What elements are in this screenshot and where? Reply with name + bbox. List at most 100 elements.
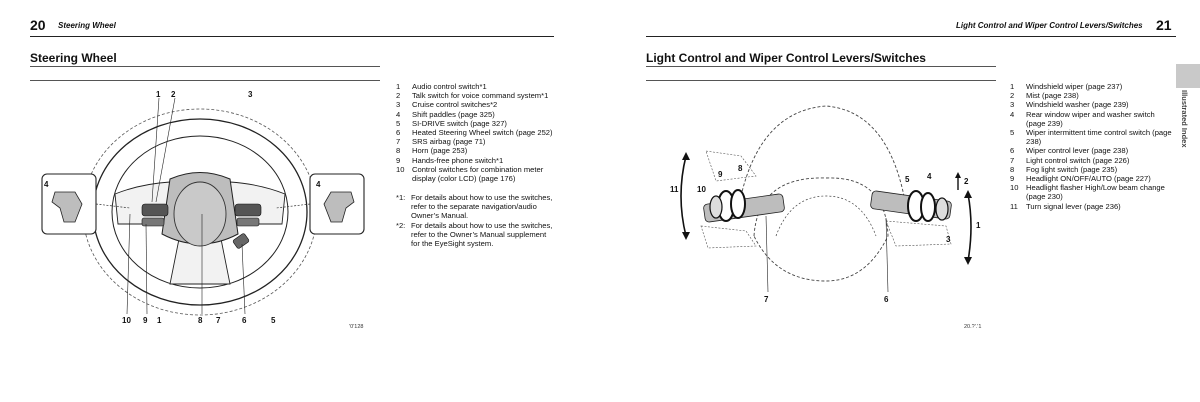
figure-top-rule — [30, 80, 380, 81]
section-title: Steering Wheel — [30, 51, 117, 65]
label-1-top: 1 — [156, 90, 161, 99]
label-3-top: 3 — [248, 90, 253, 99]
header-rule — [646, 36, 1176, 37]
light-switch-ring-2 — [730, 189, 746, 219]
section-rule — [646, 66, 996, 67]
turn-signal-arc — [680, 155, 687, 237]
page-number: 21 — [1156, 17, 1172, 33]
label-4-left: 4 — [44, 180, 49, 189]
label-6-bottom: 6 — [242, 316, 247, 325]
section-tab[interactable] — [1176, 64, 1200, 88]
label-2-top: 2 — [171, 90, 176, 99]
leader-6 — [885, 217, 889, 293]
label-7: 7 — [764, 295, 769, 304]
fog-switch-knob — [709, 195, 723, 219]
right-paddle-icon — [323, 191, 355, 223]
footnote: *1:For details about how to use the swit… — [396, 193, 553, 221]
left-paddle-leader — [95, 203, 131, 209]
column-outline — [753, 177, 889, 282]
right-switch-cluster — [234, 203, 262, 217]
figure-top-rule — [646, 80, 996, 81]
leader-1-top — [151, 97, 160, 203]
label-6: 6 — [884, 295, 889, 304]
section-tab-label: Illustrated Index — [1180, 90, 1189, 148]
right-lower-switches — [236, 217, 260, 227]
left-switch-cluster — [141, 203, 169, 217]
wiper-ring-2 — [920, 192, 936, 222]
label-9-bottom: 9 — [143, 316, 148, 325]
arrow-up-icon — [955, 172, 961, 178]
footnotes: *1:For details about how to use the swit… — [396, 193, 556, 248]
label-4: 4 — [927, 172, 932, 181]
label-9: 9 — [718, 170, 723, 179]
label-3: 3 — [946, 235, 951, 244]
leader-2-top — [155, 97, 176, 203]
section-rule — [30, 66, 380, 67]
levers-figure: 11 10 9 8 5 4 2 1 3 7 6 20.?'.'1 — [670, 105, 981, 330]
label-10: 10 — [697, 185, 706, 194]
wheel-outline — [740, 105, 905, 197]
footnote: *2:For details about how to use the swit… — [396, 220, 553, 249]
lever-ghost-upper — [705, 150, 757, 182]
running-header: Light Control and Wiper Control Levers/S… — [956, 21, 1143, 30]
label-5: 5 — [905, 175, 910, 184]
lever-ghost-lower — [700, 225, 757, 249]
leader-7 — [765, 215, 769, 293]
figure-code: 20.?'.'1 — [964, 324, 981, 330]
washer-knob — [935, 197, 949, 221]
label-11: 11 — [670, 185, 679, 194]
left-page: 20 Steering Wheel Steering Wheel — [0, 0, 590, 402]
right-paddle-leader — [275, 203, 311, 209]
heated-wheel-switch — [232, 233, 250, 249]
label-7-bottom: 7 — [216, 316, 221, 325]
header-rule — [30, 36, 554, 37]
wheel-inner-rim — [111, 135, 289, 289]
leader-10 — [126, 213, 131, 315]
arrow-down-icon — [964, 257, 972, 265]
right-spoke — [229, 181, 286, 225]
left-paddle-icon — [51, 191, 83, 223]
hub-outline — [775, 195, 877, 237]
label-5-bottom: 5 — [271, 316, 276, 325]
running-header: Steering Wheel — [58, 21, 116, 30]
lever-ghost-right — [885, 220, 952, 247]
left-lower-switches — [141, 217, 165, 227]
leader-6 — [241, 243, 246, 315]
leader-9 — [145, 223, 148, 315]
horn-pad — [173, 181, 227, 247]
label-10-bottom: 10 — [122, 316, 131, 325]
label-1: 1 — [976, 221, 981, 230]
label-8-bottom: 8 — [198, 316, 203, 325]
steering-wheel-figure: 1 2 3 4 4 10 9 1 8 7 6 5 '0'128 — [41, 90, 365, 330]
right-page: Light Control and Wiper Control Levers/S… — [610, 0, 1200, 402]
arrow-down-icon — [682, 232, 690, 240]
label-8: 8 — [738, 164, 743, 173]
figure-code: '0'128 — [348, 324, 363, 330]
section-title: Light Control and Wiper Control Levers/S… — [646, 51, 926, 65]
page-number: 20 — [30, 17, 46, 33]
label-1-bottom: 1 — [157, 316, 162, 325]
